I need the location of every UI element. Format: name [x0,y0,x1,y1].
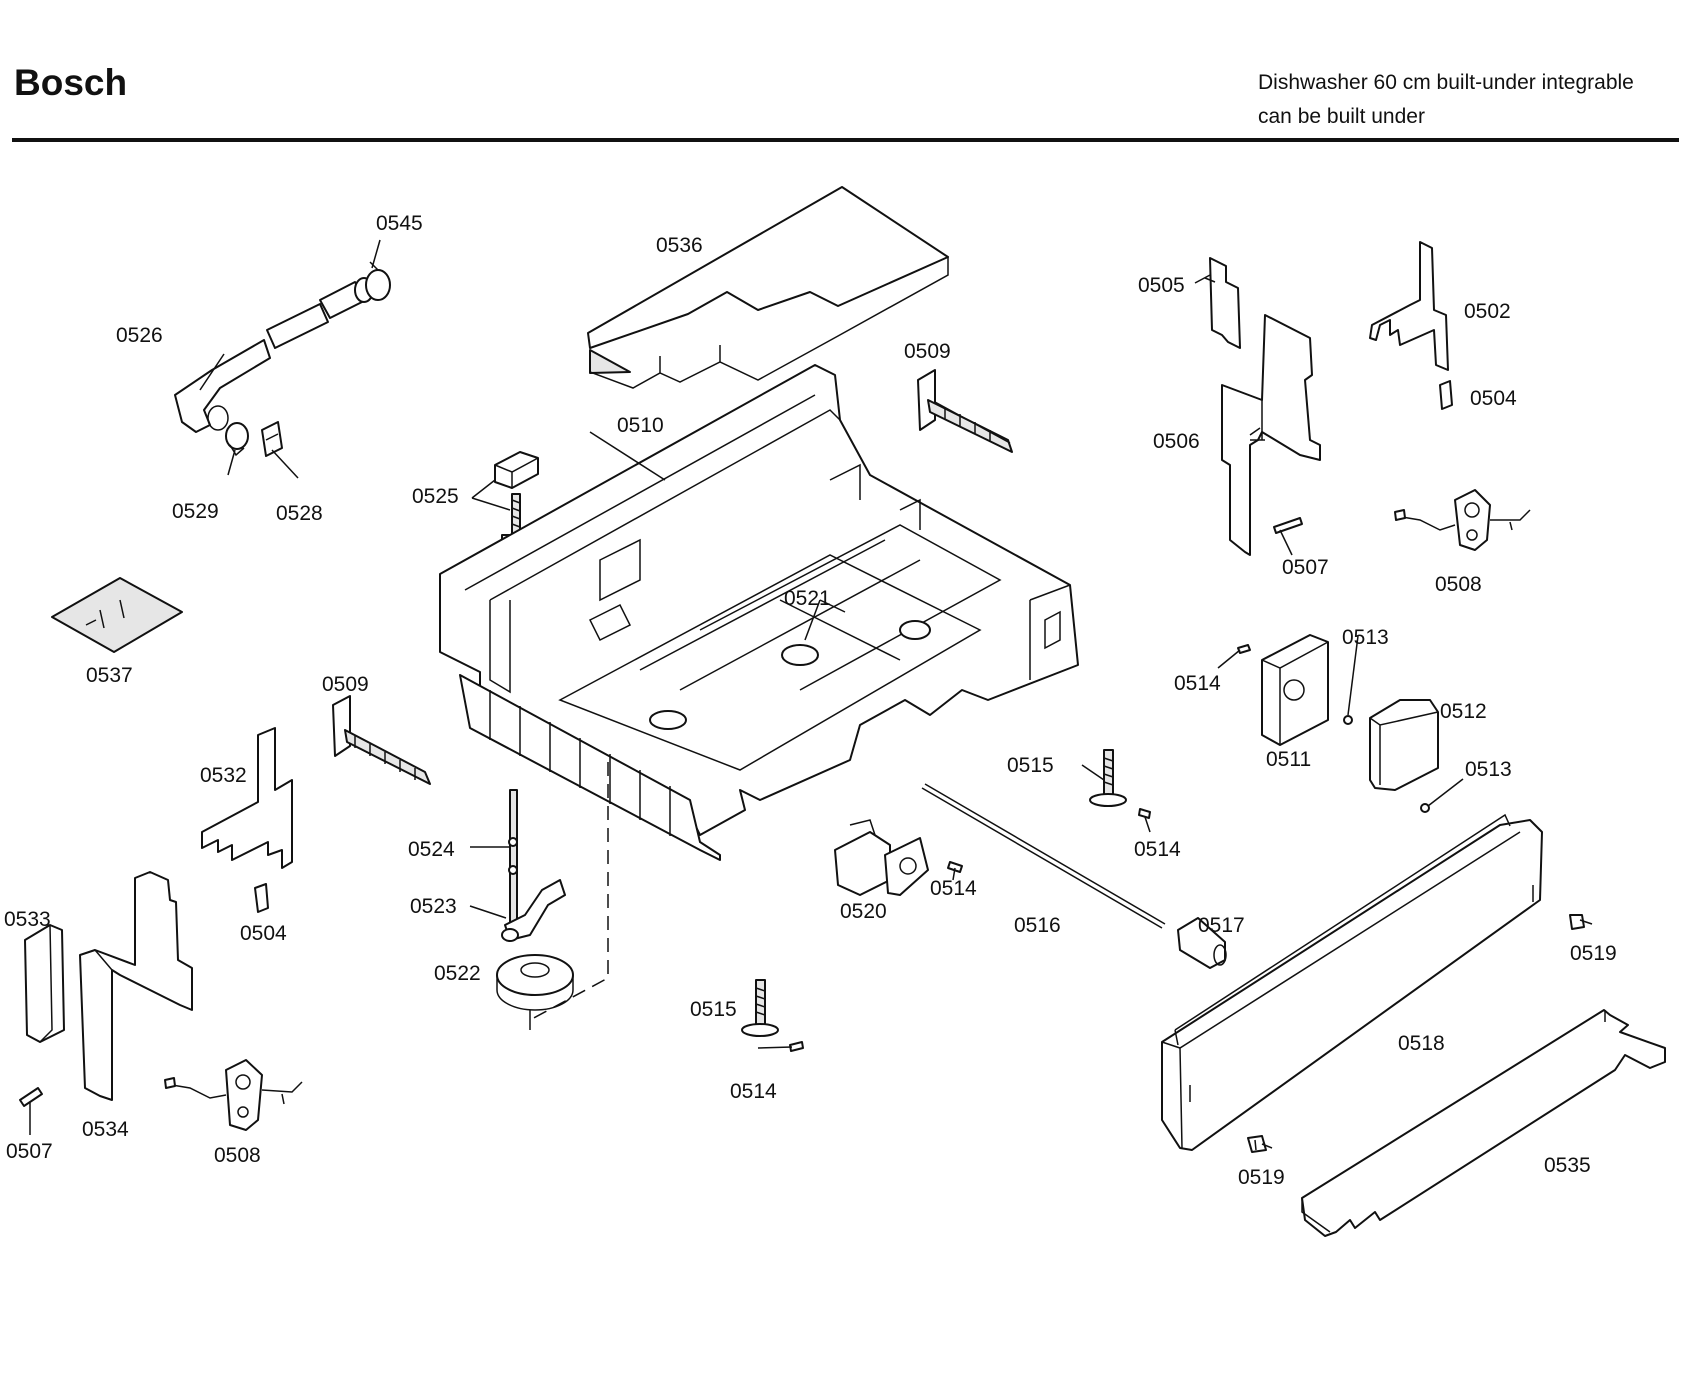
part-0512-cover [1369,699,1439,791]
part-0509-spring-lower [332,695,431,785]
label-0510: 0510 [617,414,664,437]
label-0512: 0512 [1440,700,1487,723]
part-0534-bracket [79,871,193,1101]
label-0504-upper: 0504 [1470,387,1517,410]
part-0514-screw-a [1237,644,1251,654]
part-0508-sensor-lower [164,1059,303,1131]
part-0509-spring-upper [917,369,1013,453]
part-0514-screw-b [1138,808,1151,819]
label-0505: 0505 [1138,274,1185,297]
label-0535: 0535 [1544,1154,1591,1177]
part-0515-foot-screw-lower [741,979,779,1037]
brand-title: Bosch [14,62,128,103]
part-0507-screw-lower [19,1087,43,1107]
part-0514-screw-c [947,861,963,873]
label-0533: 0533 [4,908,51,931]
label-0525: 0525 [412,485,459,508]
label-0523: 0523 [410,895,457,918]
part-0529-clamp [225,422,249,457]
label-0534: 0534 [82,1118,129,1141]
part-0516-rod [921,783,1166,929]
label-0521: 0521 [784,587,831,610]
model-description-line-2: can be built under [1258,105,1425,128]
part-0519-screw-lower [1247,1135,1273,1153]
label-0514-a: 0514 [1174,672,1221,695]
header-rule [12,138,1679,142]
part-0519-screw-upper [1569,914,1593,930]
label-0532: 0532 [200,764,247,787]
label-0514-b: 0514 [1134,838,1181,861]
part-0504-clip-upper [1439,380,1453,410]
label-0502: 0502 [1464,300,1511,323]
label-0504-lower: 0504 [240,922,287,945]
label-0509-lower: 0509 [322,673,369,696]
label-0526: 0526 [116,324,163,347]
label-0524: 0524 [408,838,455,861]
label-0507-upper: 0507 [1282,556,1329,579]
label-0545: 0545 [376,212,423,235]
part-0502-bracket [1369,241,1449,371]
label-0519-upper: 0519 [1570,942,1617,965]
part-0523-float-lever [501,879,566,942]
part-0526-hose [174,277,374,433]
label-0506: 0506 [1153,430,1200,453]
label-0520: 0520 [840,900,887,923]
part-0524-float-rod [508,789,518,923]
label-0515-upper: 0515 [1007,754,1054,777]
part-0511-housing [1261,634,1329,746]
part-0508-sensor-upper [1394,489,1531,551]
leader-lines [29,239,1464,1151]
label-0507-lower: 0507 [6,1140,53,1163]
part-0514-screw-d [789,1041,804,1052]
part-0536-insulation-panel [587,186,949,389]
part-0506-bracket [1221,314,1321,556]
label-0519-lower: 0519 [1238,1166,1285,1189]
part-0532-bracket [201,727,293,869]
part-0521-leaders [804,599,846,641]
label-0515-lower: 0515 [690,998,737,1021]
part-0528-bracket [261,421,283,457]
part-0513-screw-upper [1343,715,1353,725]
part-0535-base-strip [1301,1009,1666,1237]
label-0536: 0536 [656,234,703,257]
label-0513-upper: 0513 [1342,626,1389,649]
part-0545-clamp [365,261,391,301]
label-0529: 0529 [172,500,219,523]
label-0516: 0516 [1014,914,1061,937]
part-0533-cover [24,924,65,1043]
part-0513-screw-lower [1420,803,1430,813]
part-0504-clip-lower [254,883,269,913]
label-0537: 0537 [86,664,133,687]
part-0520-valve [834,819,929,896]
part-0505-bracket [1204,257,1241,349]
part-labels: 0545 0536 0526 0529 0528 0509 0510 0525 … [4,212,1617,1189]
part-0507-screw-upper [1273,517,1303,534]
label-0511: 0511 [1266,748,1311,771]
label-0522: 0522 [434,962,481,985]
part-0522-float-disc [496,954,574,1011]
label-0514-d: 0514 [730,1080,777,1103]
label-0508-upper: 0508 [1435,573,1482,596]
label-0508-lower: 0508 [214,1144,261,1167]
label-0514-c: 0514 [930,877,977,900]
label-0518: 0518 [1398,1032,1445,1055]
label-0517: 0517 [1198,914,1245,937]
part-0517-knob [1177,917,1227,969]
part-0510-base-tub [439,364,1079,861]
part-0518-kickplate [1161,813,1543,1151]
part-0537-screw-bag [51,577,183,653]
model-description: Dishwasher 60 cm built-under integrable … [1258,66,1634,134]
label-0509-upper: 0509 [904,340,951,363]
float-dash-guide [529,762,609,1030]
label-0528: 0528 [276,502,323,525]
part-0515-foot-screw-upper [1089,749,1127,807]
model-description-line-1: Dishwasher 60 cm built-under integrable [1258,71,1634,94]
label-0513-lower: 0513 [1465,758,1512,781]
